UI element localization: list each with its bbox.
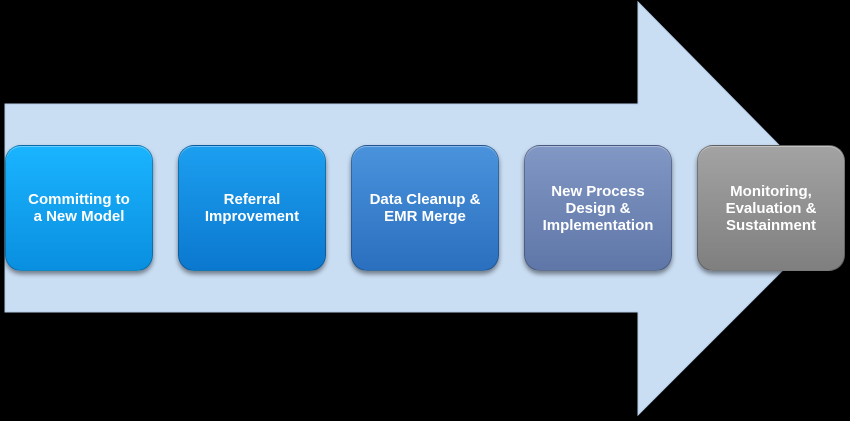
step-monitoring-evaluation: Monitoring, Evaluation & Sustainment [697, 145, 845, 271]
step-referral-improvement: Referral Improvement [178, 145, 326, 271]
step-label: Committing to a New Model [28, 191, 130, 225]
step-label: Monitoring, Evaluation & Sustainment [725, 182, 817, 234]
step-label: Referral Improvement [204, 191, 300, 225]
step-new-process-design: New Process Design & Implementation [524, 145, 672, 271]
step-label: New Process Design & Implementation [542, 182, 654, 234]
step-label: Data Cleanup & EMR Merge [369, 191, 481, 225]
step-committing-to-new-model: Committing to a New Model [5, 145, 153, 271]
step-data-cleanup-emr-merge: Data Cleanup & EMR Merge [351, 145, 499, 271]
